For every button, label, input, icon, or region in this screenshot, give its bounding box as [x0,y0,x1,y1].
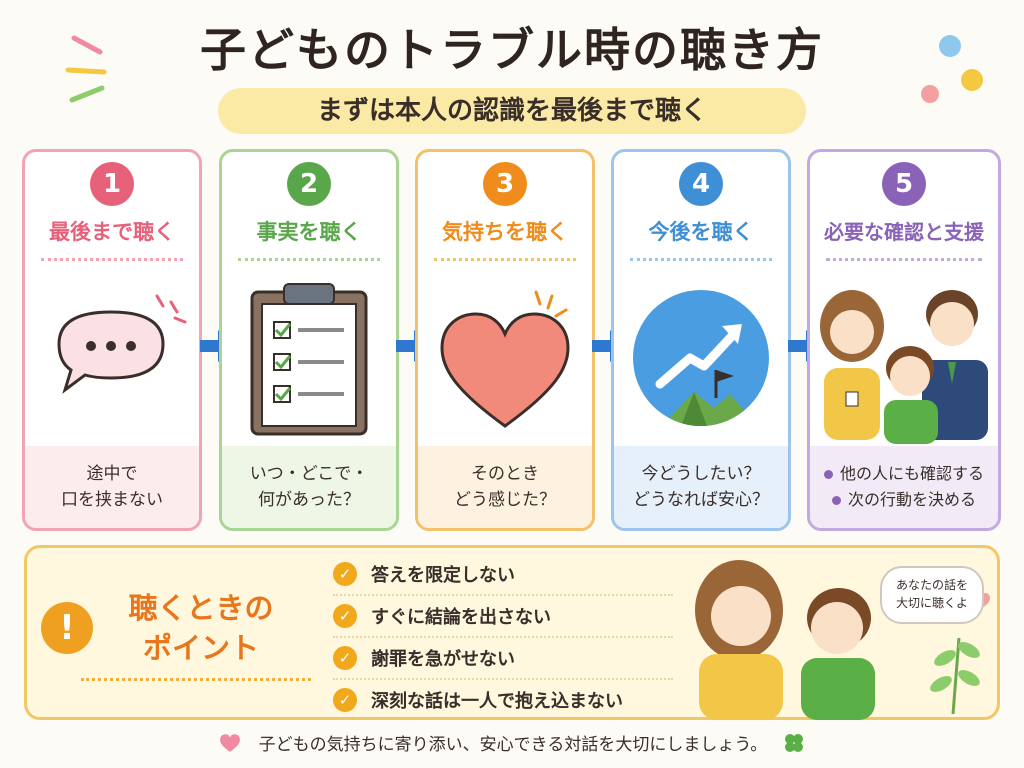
points-list: ✓答えを限定しない ✓すぐに結論を出さない ✓謝罪を急がせない ✓深刻な話は一人… [333,554,673,720]
bullet-icon [831,495,841,505]
check-icon: ✓ [333,604,357,628]
heart-icon [220,733,241,752]
step-card-5: 5 必要な確認と支援 他の人にも確認する 次の行動を決める [807,149,1001,531]
mother-child-icon [695,560,875,720]
speech-bubble: あなたの話を 大切に聴くよ [880,566,984,624]
step-description: 今どうしたい？ どうなれば安心？ [614,446,788,528]
divider [81,678,311,681]
family-support-icon [820,290,988,444]
bullet-icon [823,469,833,479]
points-title: 聴くときの ポイント [128,591,274,665]
step-number: 1 [90,162,134,206]
divider [41,258,183,261]
step-number: 3 [483,162,527,206]
step-title: 気持ちを聴く [442,220,568,244]
step-card-4: 4 今後を聴く 今どうしたい？ どうなれば安心？ [611,149,791,531]
check-icon: ✓ [333,646,357,670]
list-item: ✓答えを限定しない [333,554,673,596]
step-description: そのとき どう感じた？ [418,446,592,528]
divider [826,258,982,261]
speech-bubble-icon [57,294,187,394]
step-number: 5 [882,162,926,206]
confetti-left-icon [65,35,107,103]
step-number: 4 [679,162,723,206]
divider [630,258,772,261]
step-card-1: 1 最後まで聴く 途中で 口を挟まない [22,149,202,531]
check-icon: ✓ [333,562,357,586]
subtitle-banner: まずは本人の認識を最後まで聴く [218,88,806,134]
step-title: 必要な確認と支援 [824,220,984,244]
leaf-plant-icon [930,637,980,715]
step-title: 最後まで聴く [49,220,175,244]
growth-arrow-flag-icon [633,290,769,426]
list-item: ✓すぐに結論を出さない [333,596,673,638]
step-card-2: 2 事実を聴く いつ・どこで・ 何があった？ [219,149,399,531]
listening-points-box: ! 聴くときの ポイント ✓答えを限定しない ✓すぐに結論を出さない ✓謝罪を急… [24,545,1000,720]
divider [434,258,576,261]
step-description: 途中で 口を挟まない [25,446,199,528]
divider [238,258,380,261]
clipboard-checklist-icon [250,283,368,436]
step-number: 2 [287,162,331,206]
footer-message: 子どもの気持ちに寄り添い、安心できる対話を大切にしましょう。 [0,730,1024,755]
step-title: 事実を聴く [256,220,362,244]
clover-icon [784,733,803,752]
list-item: ✓深刻な話は一人で抱え込まない [333,680,673,720]
page-title: 子どものトラブル時の聴き方 [200,23,824,77]
step-card-3: 3 気持ちを聴く そのとき どう感じた？ [415,149,595,531]
exclamation-icon: ! [41,602,93,654]
list-item: ✓謝罪を急がせない [333,638,673,680]
check-icon: ✓ [333,688,357,712]
heart-icon [440,290,570,428]
step-description: 他の人にも確認する 次の行動を決める [810,446,998,528]
step-title: 今後を聴く [648,220,754,244]
confetti-right-icon [921,35,983,103]
step-description: いつ・どこで・ 何があった？ [222,446,396,528]
